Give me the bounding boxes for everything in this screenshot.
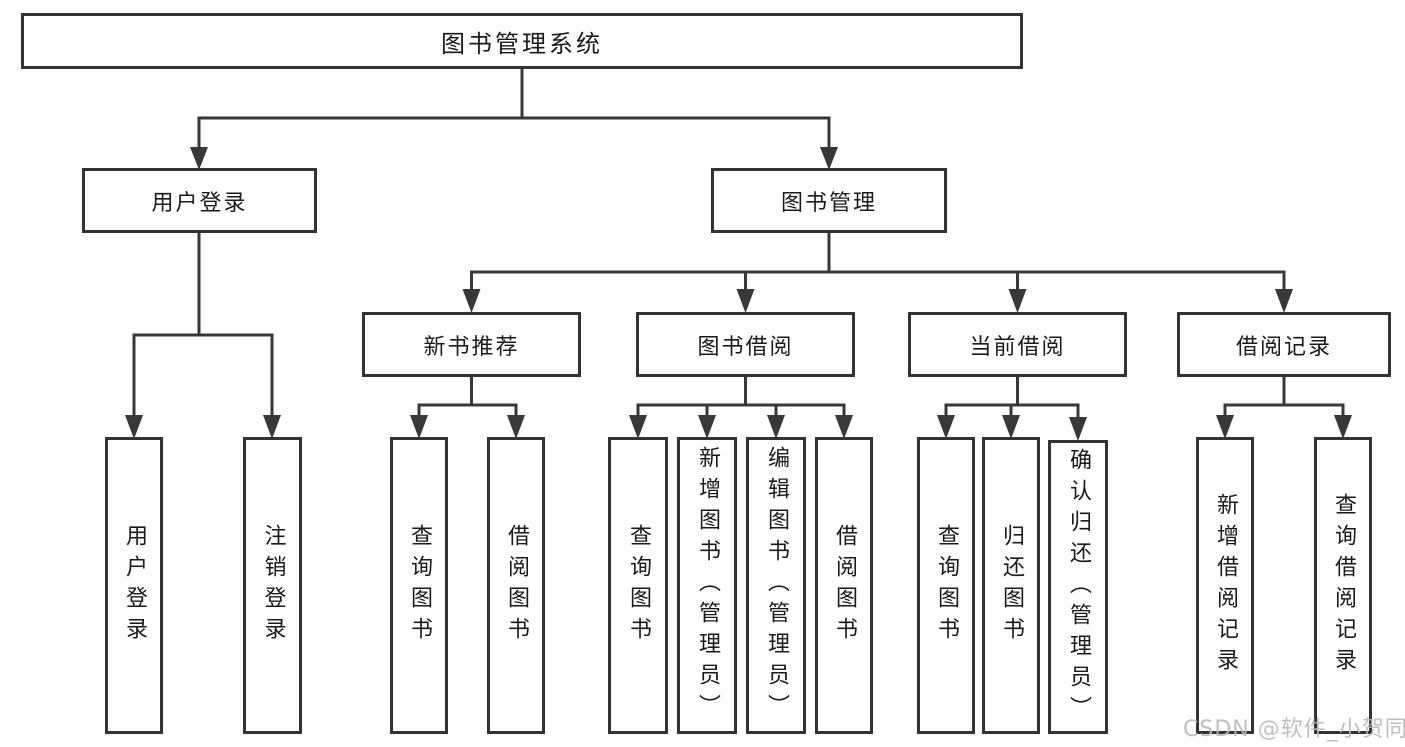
node-user-login: 用户登录 xyxy=(82,168,317,233)
connector-root-to-level2 xyxy=(190,68,838,170)
leaf-confirm-return-admin: 确认归还（管理员） xyxy=(1048,440,1108,734)
node-book-borrowing: 图书借阅 xyxy=(636,312,855,377)
node-label: 查询借阅记录 xyxy=(1331,492,1356,679)
node-label: 图书管理 xyxy=(780,190,877,216)
node-label: 借阅图书 xyxy=(504,523,529,648)
leaf-query-borrow-record: 查询借阅记录 xyxy=(1314,437,1372,734)
node-label: 查询图书 xyxy=(407,523,432,648)
leaf-user-login: 用户登录 xyxy=(105,437,163,734)
connector-current-borrow-children xyxy=(937,377,1087,441)
node-label: 归还图书 xyxy=(999,523,1024,648)
leaf-borrow-books-recommend: 借阅图书 xyxy=(487,437,545,734)
node-current-borrowing: 当前借阅 xyxy=(908,312,1127,377)
connector-book-borrow-children xyxy=(629,377,853,439)
node-label: 借阅记录 xyxy=(1235,334,1332,360)
node-label: 新增借阅记录 xyxy=(1213,492,1238,679)
node-book-management: 图书管理 xyxy=(711,168,947,233)
node-label: 借阅图书 xyxy=(832,523,857,648)
leaf-query-books-recommend: 查询图书 xyxy=(390,437,448,734)
node-library-management-system: 图书管理系统 xyxy=(21,13,1023,69)
node-label: 用户登录 xyxy=(122,523,147,648)
node-label: 图书管理系统 xyxy=(441,29,603,58)
node-label: 查询图书 xyxy=(626,523,651,648)
leaf-return-books: 归还图书 xyxy=(982,437,1040,734)
node-label: 当前借阅 xyxy=(969,334,1066,360)
node-label: 查询图书 xyxy=(934,523,959,648)
leaf-query-books-borrow: 查询图书 xyxy=(608,437,668,734)
csdn-watermark: CSDN @软件_小贺同学 xyxy=(1183,717,1405,742)
leaf-borrow-books: 借阅图书 xyxy=(815,437,873,734)
node-label: 编辑图书（管理员） xyxy=(764,446,789,725)
node-new-book-recommendation: 新书推荐 xyxy=(362,312,581,377)
connector-book-management-children xyxy=(462,233,1293,313)
leaf-logout-login: 注销登录 xyxy=(243,437,302,734)
node-label: 新增图书（管理员） xyxy=(695,446,720,725)
leaf-query-books-current: 查询图书 xyxy=(917,437,975,734)
leaf-add-borrow-record: 新增借阅记录 xyxy=(1196,437,1254,734)
leaf-edit-books-admin: 编辑图书（管理员） xyxy=(746,437,806,734)
node-label: 新书推荐 xyxy=(423,334,520,360)
connector-new-book-children xyxy=(410,377,525,439)
node-label: 图书借阅 xyxy=(697,334,794,360)
node-label: 确认归还（管理员） xyxy=(1066,447,1091,727)
node-label: 注销登录 xyxy=(260,523,286,648)
leaf-add-books-admin: 新增图书（管理员） xyxy=(677,437,737,734)
node-label: 用户登录 xyxy=(151,190,248,216)
node-borrowing-records: 借阅记录 xyxy=(1177,312,1391,377)
connector-user-login-children xyxy=(125,233,281,439)
connector-records-children xyxy=(1216,377,1352,439)
